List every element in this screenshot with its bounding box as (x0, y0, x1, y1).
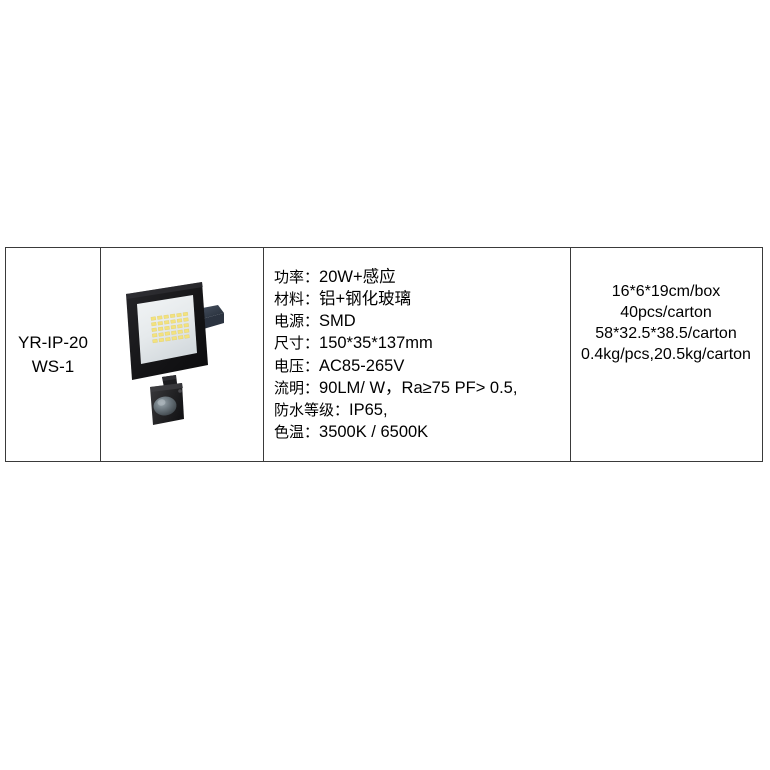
spec-row-size: 尺寸：150*35*137mm (274, 332, 570, 354)
spec-value-lumen: 90LM/ W，Ra≥75 PF> 0.5, (319, 378, 518, 397)
spec-value-power: 20W+感应 (319, 267, 396, 286)
table-cell-model: YR-IP-20WS-1 (6, 248, 101, 461)
spec-row-lumen: 流明：90LM/ W，Ra≥75 PF> 0.5, (274, 377, 570, 399)
table-cell-packing: 16*6*19cm/box 40pcs/carton 58*32.5*38.5/… (571, 248, 761, 461)
specification-list: 功率：20W+感应 材料：铝+钢化玻璃 电源：SMD 尺寸：150*35*137… (264, 266, 570, 444)
spec-value-waterproof: IP65, (349, 400, 388, 419)
packing-carton-dimensions: 58*32.5*38.5/carton (595, 325, 737, 342)
spec-label-material: 材料： (274, 289, 320, 308)
spec-row-power: 功率：20W+感应 (274, 266, 570, 288)
product-photo (120, 279, 244, 431)
spec-row-voltage: 电压：AC85-265V (274, 355, 570, 377)
spec-value-color-temperature: 3500K / 6500K (319, 423, 429, 442)
spec-row-material: 材料：铝+钢化玻璃 (274, 288, 570, 310)
spec-label-size: 尺寸： (274, 334, 320, 353)
spec-value-material: 铝+钢化玻璃 (319, 289, 412, 308)
led-chip-grid (150, 311, 190, 343)
spec-label-power: 功率： (274, 267, 320, 286)
packing-quantity: 40pcs/carton (620, 304, 712, 321)
packing-weight: 0.4kg/pcs,20.5kg/carton (581, 346, 751, 363)
spec-row-color-temperature: 色温：3500K / 6500K (274, 421, 570, 443)
spec-label-waterproof: 防水等级： (274, 400, 350, 419)
spec-label-voltage: 电压： (274, 356, 320, 375)
spec-value-size: 150*35*137mm (319, 334, 433, 353)
model-number-text: YR-IP-20WS-1 (18, 332, 88, 376)
table-cell-specifications: 功率：20W+感应 材料：铝+钢化玻璃 电源：SMD 尺寸：150*35*137… (264, 248, 571, 461)
packing-box-dimensions: 16*6*19cm/box (611, 283, 721, 300)
packing-list: 16*6*19cm/box 40pcs/carton 58*32.5*38.5/… (571, 281, 761, 365)
spec-label-lumen: 流明： (274, 378, 320, 397)
spec-label-source: 电源： (274, 312, 320, 331)
spec-row-source: 电源：SMD (274, 310, 570, 332)
pir-sensor-shape (150, 382, 184, 425)
table-cell-product-image (101, 248, 264, 461)
spec-row-waterproof: 防水等级：IP65, (274, 399, 570, 421)
spec-value-voltage: AC85-265V (319, 356, 405, 375)
spec-label-color-temperature: 色温： (274, 423, 320, 442)
product-spec-table: YR-IP-20WS-1 (5, 247, 763, 462)
spec-value-source: SMD (319, 312, 356, 331)
